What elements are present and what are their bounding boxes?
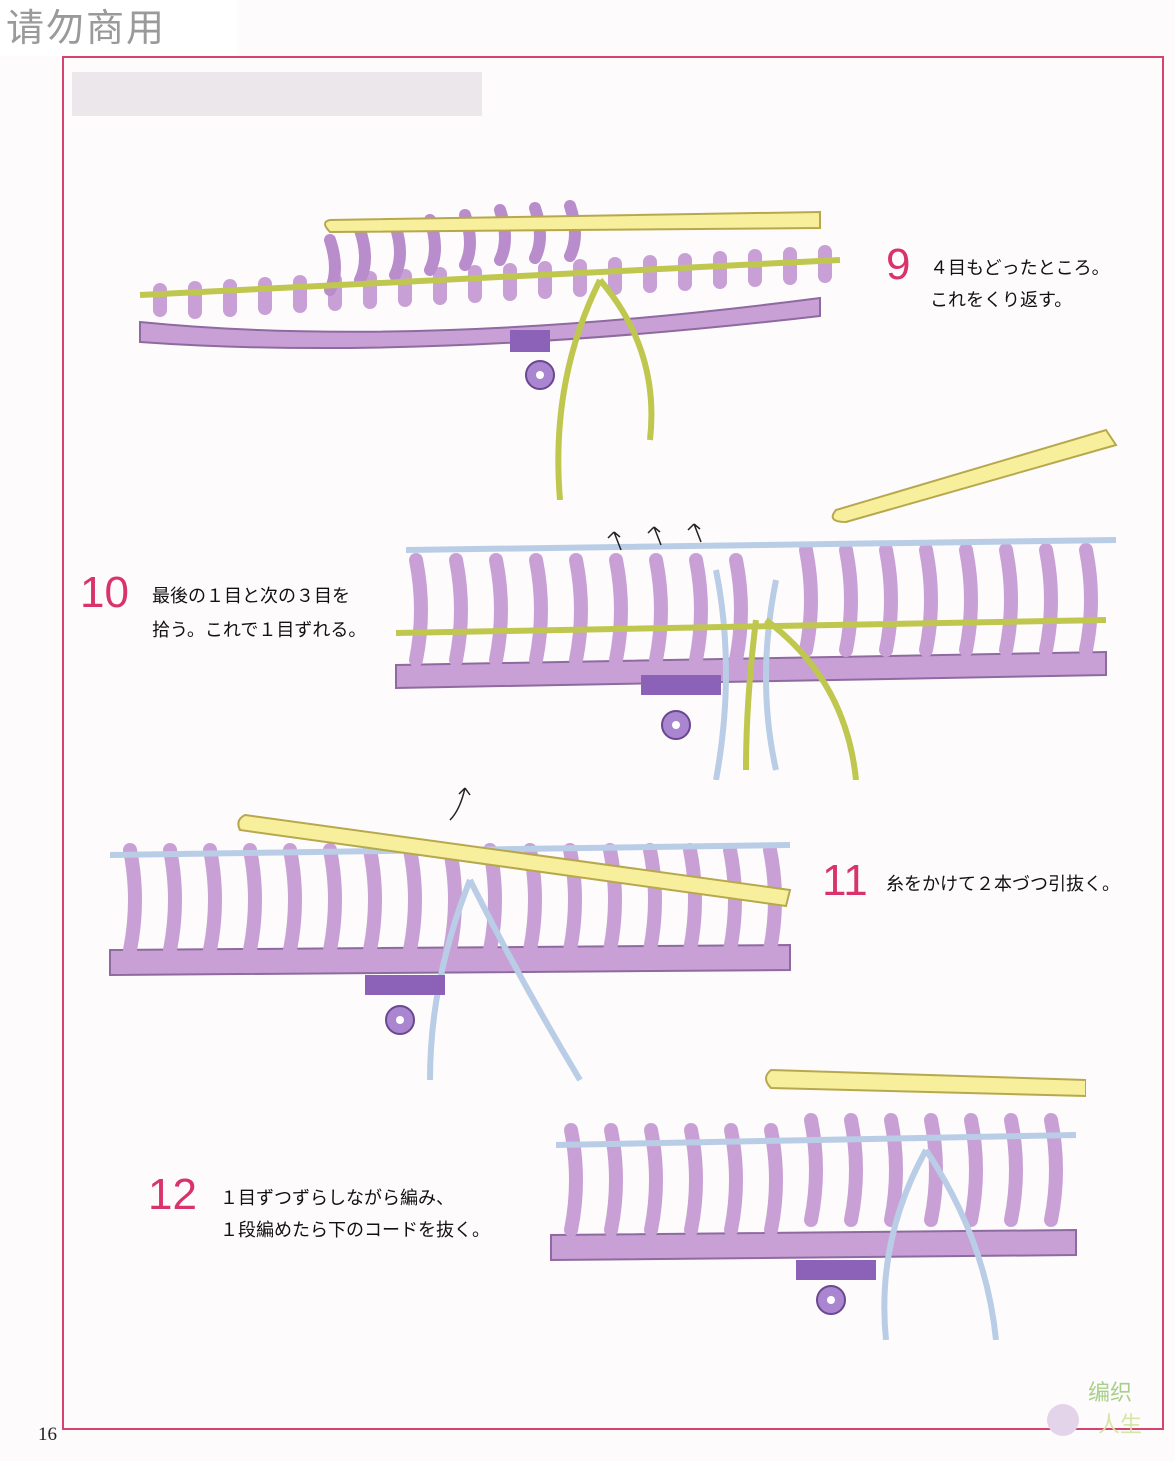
svg-text:人生: 人生 — [1098, 1413, 1142, 1438]
illustration-step-12 — [550, 1068, 1086, 1340]
step-12-number: 12 — [148, 1170, 197, 1219]
blue-cord — [405, 537, 1117, 780]
stitch-loops — [153, 245, 832, 319]
watermark: 请勿商用 — [0, 0, 238, 56]
foundation-chain — [550, 1228, 1077, 1262]
stitch-columns — [123, 843, 782, 957]
stitch-marker-clip — [796, 1260, 876, 1315]
brand-logo: 编织 人生 — [1047, 1381, 1142, 1438]
step-10-line-1: 最後の１目と次の３目を — [152, 586, 350, 607]
page-frame — [62, 56, 1164, 1430]
illustration-step-9 — [139, 200, 841, 500]
direction-arrow — [449, 787, 471, 821]
illustration-step-11 — [109, 787, 792, 1082]
step-11-line-1: 糸をかけて２本づつ引抜く。 — [886, 874, 1120, 895]
svg-text:编织: 编织 — [1088, 1381, 1132, 1406]
direction-arrows — [607, 523, 702, 551]
crochet-hook — [324, 210, 821, 234]
step-12-line-1: １目ずつずらしながら編み、 — [220, 1188, 454, 1209]
foundation-chain — [139, 296, 821, 350]
green-cord — [395, 617, 1107, 780]
stitch-columns — [409, 543, 1098, 667]
faded-title-band — [72, 72, 482, 116]
stitch-marker-clip — [365, 975, 445, 1035]
illustration-step-10 — [395, 428, 1118, 780]
crochet-hook — [237, 813, 792, 908]
green-cord — [139, 257, 841, 500]
step-10-line-2: 拾う。これで１目ずれる。 — [152, 620, 367, 641]
step-9-number: 9 — [886, 240, 911, 289]
step-10-number: 10 — [80, 568, 129, 617]
foundation-chain — [109, 943, 791, 977]
step-12-line-2: １段編めたら下のコードを抜く。 — [220, 1220, 490, 1241]
step-11-number: 11 — [822, 856, 868, 905]
blue-cord — [555, 1132, 1077, 1340]
upright-stitches — [324, 200, 581, 296]
page-number: 16 — [38, 1424, 57, 1445]
crochet-hook — [831, 428, 1118, 524]
crochet-hook — [765, 1068, 1086, 1098]
step-9-line-2: これをくり返す。 — [930, 290, 1073, 311]
stitch-marker-clip — [510, 330, 555, 390]
step-9-line-1: ４目もどったところ。 — [930, 258, 1110, 279]
stitch-marker-clip — [641, 675, 721, 740]
